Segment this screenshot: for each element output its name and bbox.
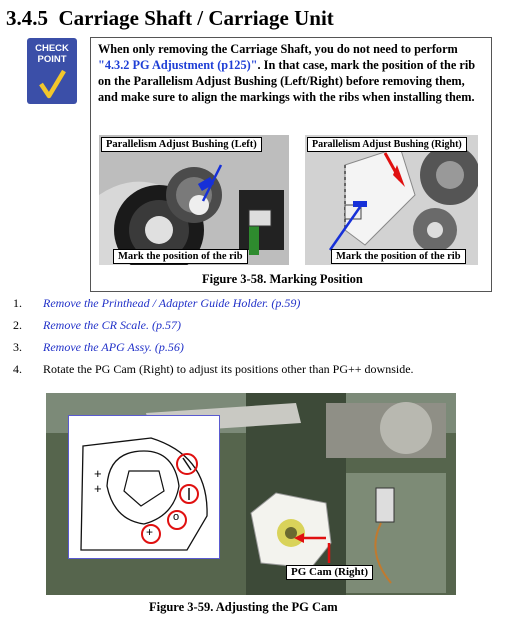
- step-3: 3.Remove the APG Assy. (p.56): [13, 340, 184, 354]
- section-number: 3.4.5: [6, 6, 48, 30]
- check-point-text-before: When only removing the Carriage Shaft, y…: [98, 42, 458, 56]
- pg-cam-inset: + + + o: [68, 415, 220, 559]
- check-point-box: [90, 37, 492, 292]
- section-title: Carriage Shaft / Carriage Unit: [58, 6, 334, 30]
- right-bushing-illustration: [305, 135, 478, 265]
- step-4-text: Rotate the PG Cam (Right) to adjust its …: [43, 362, 414, 376]
- section-heading: 3.4.5 Carriage Shaft / Carriage Unit: [6, 6, 334, 31]
- left-mark-label: Mark the position of the rib: [113, 249, 248, 264]
- figure-58-right-photo: Parallelism Adjust Bushing (Right) Mark …: [305, 135, 478, 265]
- left-bushing-label: Parallelism Adjust Bushing (Left): [101, 137, 262, 152]
- step-3-link[interactable]: Remove the APG Assy. (p.56): [43, 340, 184, 354]
- left-bushing-illustration: [99, 135, 289, 265]
- check-point-text: When only removing the Carriage Shaft, y…: [98, 41, 486, 105]
- pg-cam-illustration: [46, 393, 456, 595]
- badge-line-1: CHECK: [35, 43, 69, 54]
- step-2: 2.Remove the CR Scale. (p.57): [13, 318, 181, 332]
- inset-symbol-3: +: [146, 525, 154, 539]
- step-2-link[interactable]: Remove the CR Scale. (p.57): [43, 318, 181, 332]
- check-point-badge: CHECK POINT: [27, 38, 77, 104]
- inset-symbol-2: +: [94, 481, 102, 496]
- pg-adjustment-link[interactable]: "4.3.2 PG Adjustment (p125)": [98, 58, 258, 72]
- inset-symbol-4: o: [173, 511, 180, 523]
- badge-line-2: POINT: [37, 54, 67, 65]
- figure-58-caption: Figure 3-58. Marking Position: [202, 272, 363, 286]
- inset-diagram: [80, 437, 208, 551]
- checkmark-icon: [39, 69, 66, 99]
- inset-symbol-1: +: [94, 466, 102, 481]
- step-4: 4.Rotate the PG Cam (Right) to adjust it…: [13, 362, 414, 376]
- right-bushing-label: Parallelism Adjust Bushing (Right): [307, 137, 467, 152]
- figure-59-photo: + + + o PG Cam (Right): [46, 393, 456, 595]
- right-mark-label: Mark the position of the rib: [331, 249, 466, 264]
- step-1: 1.Remove the Printhead / Adapter Guide H…: [13, 296, 301, 310]
- figure-59-caption: Figure 3-59. Adjusting the PG Cam: [149, 600, 338, 614]
- pg-cam-callout: PG Cam (Right): [286, 565, 373, 580]
- figure-58-left-photo: Parallelism Adjust Bushing (Left) Mark t…: [99, 135, 289, 265]
- check-point-text-after: . In that case, mark the position of the…: [98, 58, 476, 104]
- step-1-link[interactable]: Remove the Printhead / Adapter Guide Hol…: [43, 296, 301, 310]
